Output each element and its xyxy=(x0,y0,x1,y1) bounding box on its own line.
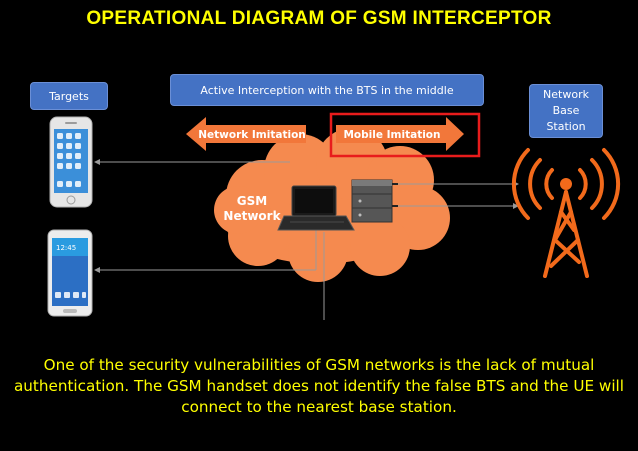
smartphone-icon: 12:45 xyxy=(47,229,93,317)
cell-tower-icon xyxy=(511,148,621,278)
vulnerability-caption: One of the security vulnerabilities of G… xyxy=(14,356,624,416)
banner-text: Active Interception with the BTS in the … xyxy=(200,83,454,97)
network-imitation-arrow: Network Imitation xyxy=(186,117,306,151)
network-imitation-label: Network Imitation xyxy=(198,129,306,141)
targets-label: Targets xyxy=(49,89,89,103)
laptop-icon xyxy=(277,185,355,231)
cloud-label-line-1: GSM xyxy=(237,194,267,208)
interceptor-device-icon xyxy=(351,179,398,223)
diagram-title: OPERATIONAL DIAGRAM OF GSM INTERCEPTOR xyxy=(86,8,552,29)
targets-label-box: Targets xyxy=(30,82,108,110)
network-base-station-label-box: Network Base Station xyxy=(529,84,603,138)
mobile-imitation-highlight xyxy=(329,112,481,158)
smartphone-icon xyxy=(49,116,93,208)
connector-lines xyxy=(95,161,518,320)
cloud-label-line-2: Network xyxy=(223,209,281,223)
interception-banner: Active Interception with the BTS in the … xyxy=(170,74,484,106)
station-label-line-3: Station xyxy=(546,120,586,133)
svg-text:12:45: 12:45 xyxy=(56,244,76,252)
station-label-line-1: Network xyxy=(543,88,589,101)
mobile-imitation-arrow: Mobile Imitation xyxy=(336,117,464,151)
mobile-imitation-label: Mobile Imitation xyxy=(343,129,440,141)
station-label-line-2: Base xyxy=(552,104,580,117)
